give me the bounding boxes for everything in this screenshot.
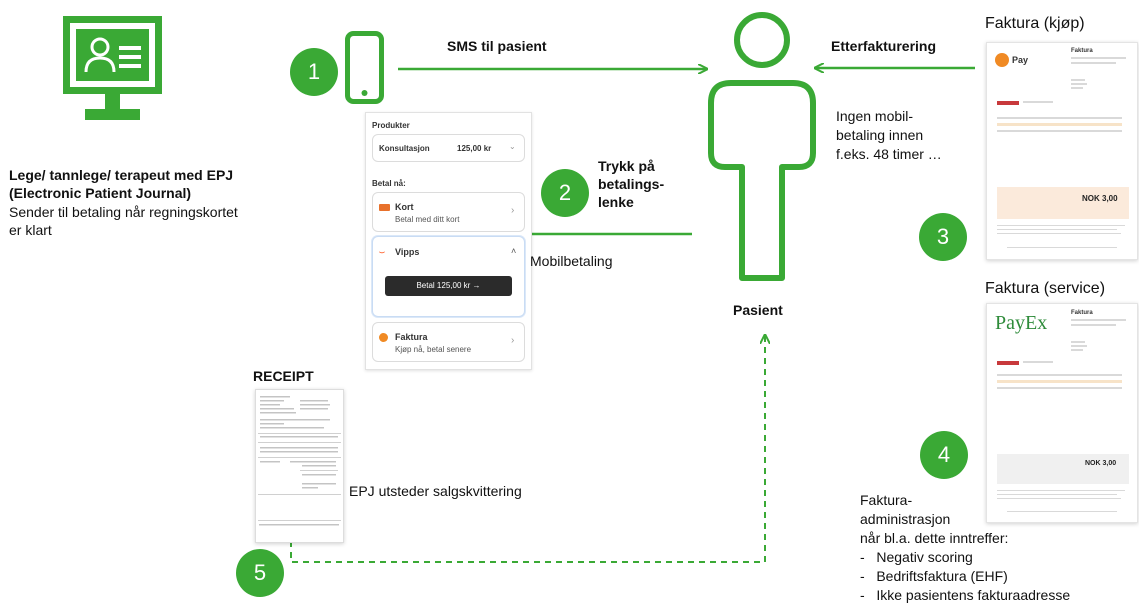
invoice-service-title: Faktura — [1071, 310, 1093, 316]
invoice-admin-item: - Negativ scoring — [860, 549, 973, 565]
chevron-right-icon: › — [511, 205, 515, 216]
faktura-subtitle: Kjøp nå, betal senere — [395, 345, 472, 354]
invoice-admin-item-text: Ikke pasientens fakturaadresse — [876, 587, 1071, 603]
no-payment-note-3: f.eks. 48 timer … — [836, 146, 942, 162]
product-name: Konsultasjon — [379, 144, 430, 153]
trykk-label-2: betalings- — [598, 176, 665, 192]
invoice-kjop-total: NOK 3,00 — [1082, 194, 1118, 203]
invoice-admin-3: når bl.a. dette inntreffer: — [860, 530, 1009, 546]
invoice-kjop-document: Pay Faktura NOK 3,00 — [986, 42, 1138, 260]
invoice-kjop-payment-box — [997, 187, 1129, 219]
monitor-icon — [63, 16, 162, 120]
step-5-badge: 5 — [236, 549, 284, 597]
step-1-badge: 1 — [290, 48, 338, 96]
no-payment-note-1: Ingen mobil- — [836, 108, 914, 124]
pay-logo-icon — [995, 53, 1009, 67]
invoice-admin-item: - Ikke pasientens fakturaadresse — [860, 587, 1071, 603]
receipt-lines — [258, 396, 341, 526]
step-2-badge: 2 — [541, 169, 589, 217]
kort-title: Kort — [395, 202, 414, 212]
provider-title-1: Lege/ tannlege/ terapeut med EPJ — [9, 167, 234, 183]
product-row[interactable]: Konsultasjon 125,00 kr ⌄ — [372, 134, 525, 162]
chevron-down-icon: ⌄ — [509, 142, 516, 151]
invoice-kjop-caption: Faktura (kjøp) — [985, 15, 1085, 32]
smartphone-icon — [345, 31, 384, 104]
card-icon — [379, 204, 390, 211]
vipps-icon: ⌣ — [379, 247, 385, 257]
step-4-badge: 4 — [920, 431, 968, 479]
faktura-pay-icon — [379, 333, 388, 342]
payment-option-vipps[interactable]: ⌣ Vipps ˄ Betal 125,00 kr → — [372, 236, 525, 317]
person-icon — [708, 12, 816, 281]
receipt-document — [255, 389, 344, 543]
pay-now-heading: Betal nå: — [372, 179, 406, 188]
invoice-service-caption: Faktura (service) — [985, 280, 1106, 297]
invoice-admin-item-text: Bedriftsfaktura (EHF) — [876, 568, 1008, 584]
product-price: 125,00 kr — [457, 144, 492, 153]
kort-subtitle: Betal med ditt kort — [395, 215, 460, 224]
invoice-service-payment-box — [997, 454, 1129, 484]
provider-desc-2: er klart — [9, 222, 52, 238]
invoice-kjop-title: Faktura — [1071, 48, 1093, 54]
pay-button[interactable]: Betal 125,00 kr → — [385, 276, 512, 296]
provider-title-2: (Electronic Patient Journal) — [9, 185, 192, 201]
trykk-label-1: Trykk på — [598, 158, 655, 174]
etterfakturering-label: Etterfakturering — [831, 38, 937, 54]
chevron-right-icon: › — [511, 335, 515, 346]
sms-label: SMS til pasient — [447, 38, 547, 54]
payment-option-kort[interactable]: Kort Betal med ditt kort › — [372, 192, 525, 232]
invoice-kjop-brand: Pay — [1012, 55, 1029, 65]
receipt-dashed-arrow — [290, 336, 765, 563]
step-3-badge: 3 — [919, 213, 967, 261]
payment-page-mock: Produkter Konsultasjon 125,00 kr ⌄ Betal… — [365, 112, 532, 370]
provider-desc-1: Sender til betaling når regningskortet — [9, 204, 238, 220]
invoice-admin-2: administrasjon — [860, 511, 951, 527]
invoice-admin-item: - Bedriftsfaktura (EHF) — [860, 568, 1008, 584]
trykk-label-3: lenke — [598, 194, 634, 210]
patient-label: Pasient — [733, 302, 783, 318]
payment-option-faktura[interactable]: Faktura Kjøp nå, betal senere › — [372, 322, 525, 362]
chevron-up-icon: ˄ — [511, 246, 517, 256]
invoice-service-brand: PayEx — [995, 312, 1048, 334]
receipt-title: RECEIPT — [253, 368, 314, 384]
invoice-kjop-sender-mark — [997, 101, 1019, 105]
invoice-admin-item-text: Negativ scoring — [876, 549, 973, 565]
invoice-service-sender-mark — [997, 361, 1019, 365]
vipps-title: Vipps — [395, 247, 420, 257]
products-heading: Produkter — [372, 121, 410, 130]
invoice-service-total: NOK 3,00 — [1085, 460, 1117, 467]
invoice-service-document: PayEx Faktura NOK 3,00 — [986, 303, 1138, 523]
faktura-title: Faktura — [395, 332, 428, 342]
mobilbetaling-label: Mobilbetaling — [530, 253, 613, 269]
invoice-admin-1: Faktura- — [860, 492, 913, 508]
no-payment-note-2: betaling innen — [836, 127, 924, 143]
epj-receipt-label: EPJ utsteder salgskvittering — [349, 483, 522, 499]
